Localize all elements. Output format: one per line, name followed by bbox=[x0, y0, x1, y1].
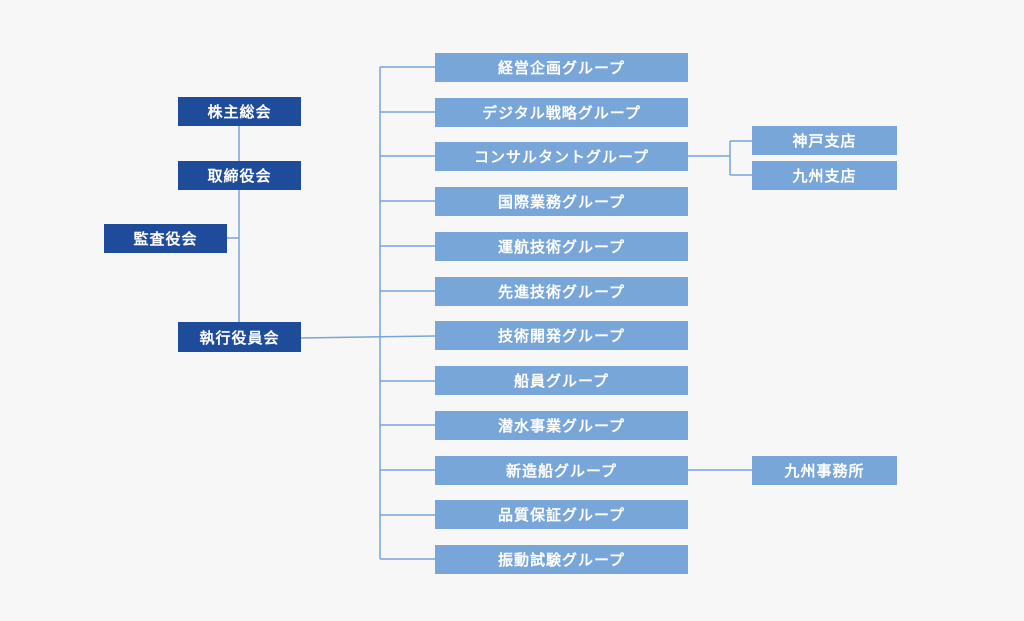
group-box: 運航技術グループ bbox=[435, 232, 688, 261]
board-box: 取締役会 bbox=[178, 161, 301, 190]
group-box: 潜水事業グループ bbox=[435, 411, 688, 440]
group-box: 経営企画グループ bbox=[435, 53, 688, 82]
executive-connector bbox=[299, 335, 436, 339]
group-box: 国際業務グループ bbox=[435, 187, 688, 216]
group-box: 技術開発グループ bbox=[435, 321, 688, 350]
shareholders-box: 株主総会 bbox=[178, 97, 301, 126]
group-box: 先進技術グループ bbox=[435, 277, 688, 306]
kyushu-office-box: 九州事務所 bbox=[752, 456, 897, 485]
kobe-branch-box: 神戸支店 bbox=[752, 126, 897, 155]
group-box: デジタル戦略グループ bbox=[435, 98, 688, 127]
group-box: 船員グループ bbox=[435, 366, 688, 395]
group-box: 品質保証グループ bbox=[435, 500, 688, 529]
group-box: 振動試験グループ bbox=[435, 545, 688, 574]
kyushu-branch-box: 九州支店 bbox=[752, 161, 897, 190]
group-box: 新造船グループ bbox=[435, 456, 688, 485]
group-box: コンサルタントグループ bbox=[435, 142, 688, 171]
auditors-box: 監査役会 bbox=[104, 224, 227, 253]
executive-box: 執行役員会 bbox=[178, 322, 301, 352]
